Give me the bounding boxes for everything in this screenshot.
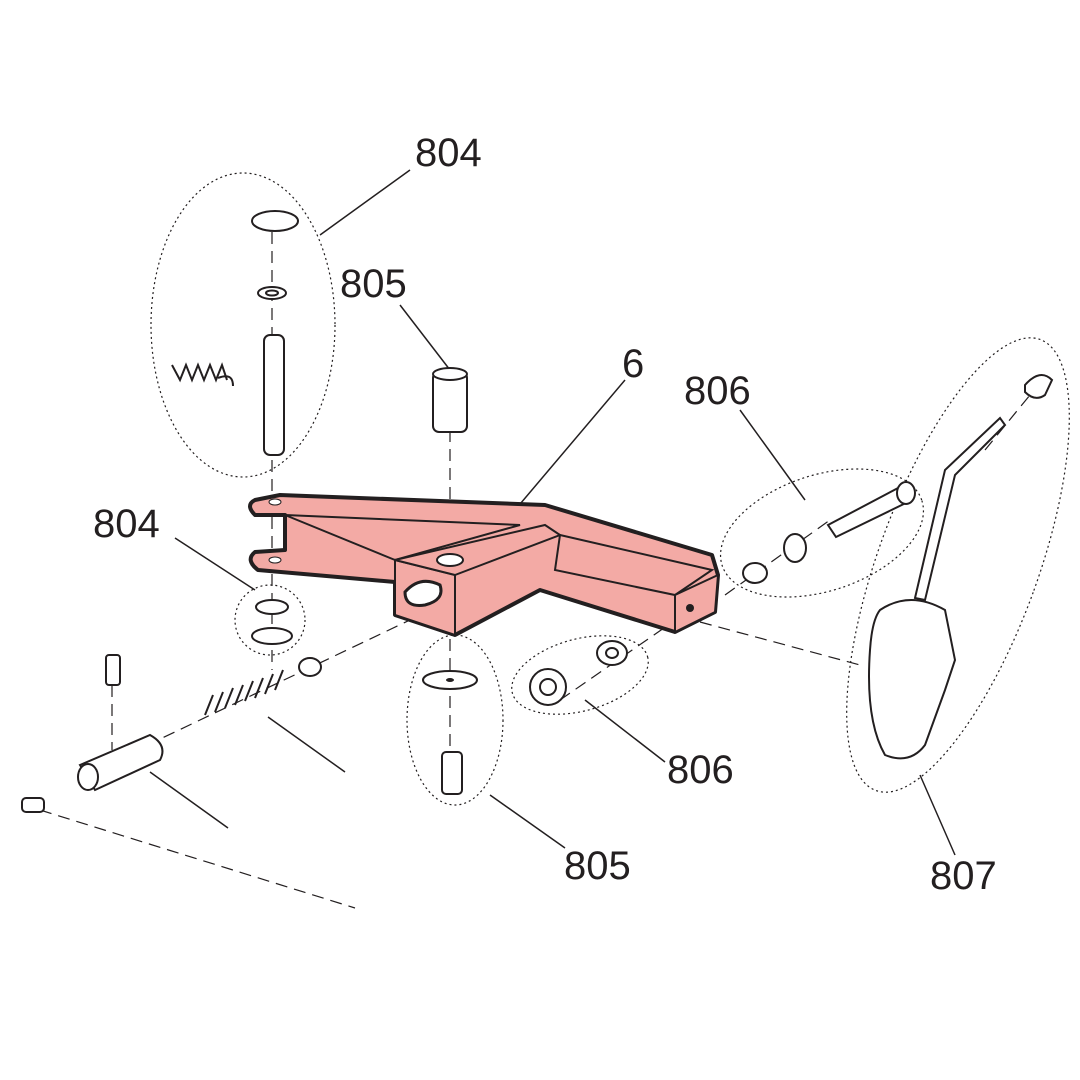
group-806-top-outline: [719, 468, 925, 598]
callout-804-left: 804: [93, 502, 160, 546]
pin-icon: [263, 334, 285, 456]
sleeve-icon: [432, 367, 468, 433]
group-804-left-outline: [234, 584, 306, 656]
washer-806-icon: [596, 640, 628, 666]
callout-805-top: 805: [340, 262, 407, 306]
cap-screw-icon: [441, 751, 463, 795]
set-screw-icon: [21, 797, 45, 813]
callout-804-top: 804: [415, 131, 482, 175]
o-ring-icon: [298, 657, 322, 677]
washer-icon: [257, 286, 287, 300]
frame-part-6: [248, 493, 720, 637]
callout-805-bottom: 805: [564, 844, 631, 888]
callout-807: 807: [930, 854, 997, 898]
washers-806-icon: [742, 533, 807, 584]
tension-spring-icon: [171, 362, 234, 387]
group-805-bottom-outline: [406, 634, 504, 806]
washers-804-icon: [251, 599, 293, 645]
roll-pin-icon: [105, 654, 121, 686]
handle-lever-icon: [868, 374, 1054, 760]
callout-806-bottom: 806: [667, 748, 734, 792]
leader-lines: [149, 169, 956, 856]
lock-nut-icon: [529, 668, 567, 706]
callout-6: 6: [622, 342, 644, 386]
group-804-top-outline: [150, 172, 336, 478]
group-807-outline: [846, 337, 1070, 793]
bolt-806-icon: [826, 481, 916, 539]
plunger-icon: [77, 733, 164, 792]
circlip-icon: [251, 210, 299, 232]
callout-806-top: 806: [684, 369, 751, 413]
group-806-bottom-outline: [511, 635, 649, 715]
flat-washer-icon: [422, 670, 478, 690]
compression-spring-icon: [204, 669, 284, 716]
